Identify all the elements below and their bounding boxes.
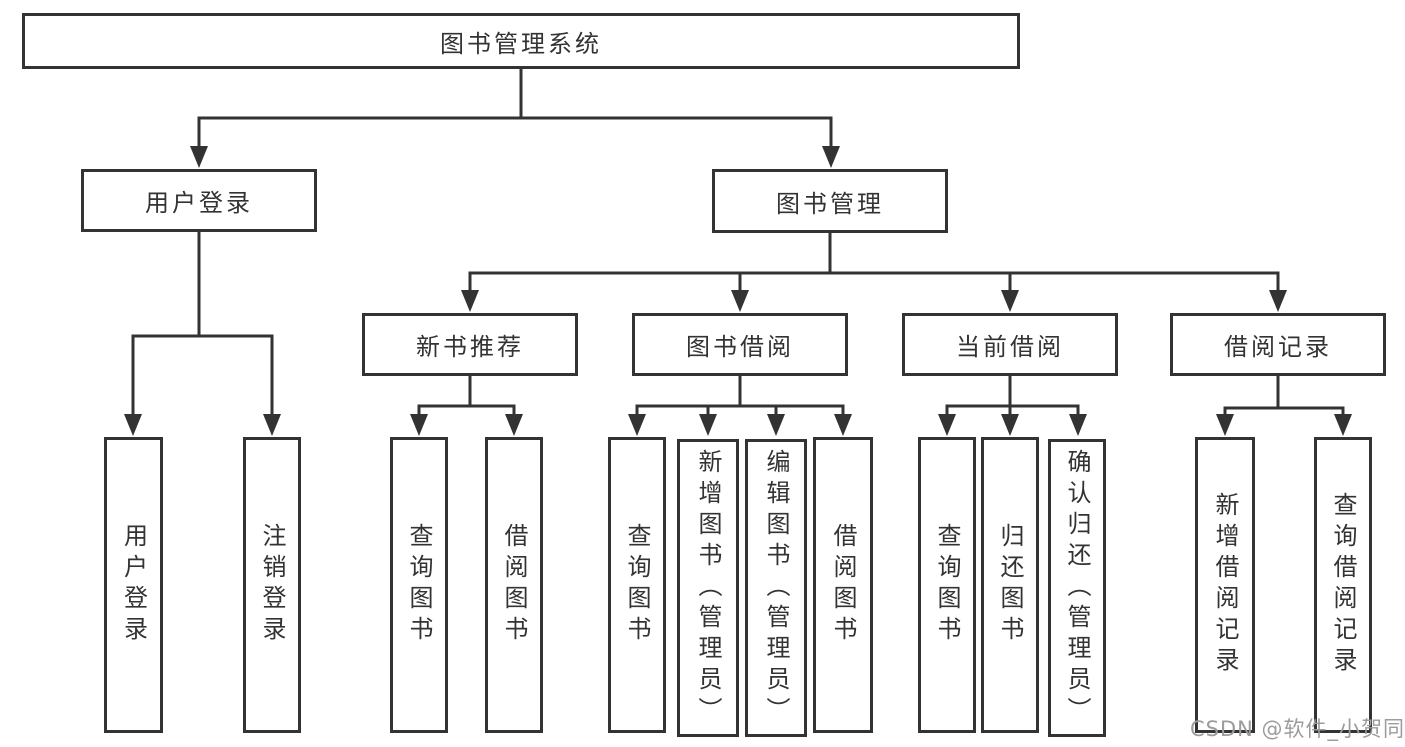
leaf-query-borrow-record: 查询借阅记录 — [1314, 437, 1372, 733]
node-label: 当前借阅 — [956, 333, 1064, 361]
node-label: 查询借阅记录 — [1329, 492, 1357, 678]
leaf-query-books-recommend: 查询图书 — [390, 437, 448, 733]
node-label: 借阅图书 — [829, 523, 857, 647]
node-library-system: 图书管理系统 — [22, 13, 1020, 69]
leaf-add-book-admin: 新增图书（管理员） — [677, 439, 739, 737]
node-new-book-recommend: 新书推荐 — [362, 313, 578, 376]
node-label: 查询图书 — [405, 523, 433, 647]
node-label: 查询图书 — [933, 523, 961, 647]
node-label: 图书管理系统 — [440, 29, 602, 58]
node-label: 新书推荐 — [416, 333, 524, 361]
leaf-edit-book-admin: 编辑图书（管理员） — [745, 439, 807, 737]
leaf-confirm-return-admin: 确认归还（管理员） — [1048, 439, 1106, 737]
node-book-management: 图书管理 — [712, 169, 948, 233]
node-label: 注销登录 — [258, 523, 286, 647]
node-label: 查询图书 — [623, 523, 651, 647]
node-label: 用户登录 — [119, 523, 148, 647]
leaf-add-borrow-record: 新增借阅记录 — [1195, 437, 1255, 733]
node-current-borrowing: 当前借阅 — [902, 313, 1118, 376]
leaf-user-login: 用户登录 — [104, 437, 163, 733]
node-user-login: 用户登录 — [81, 169, 317, 232]
node-label: 确认归还（管理员） — [1063, 448, 1091, 728]
node-label: 图书管理 — [776, 189, 884, 218]
node-label: 归还图书 — [996, 523, 1024, 647]
node-label: 借阅图书 — [500, 523, 528, 647]
node-label: 新增图书（管理员） — [694, 448, 722, 728]
node-label: 图书借阅 — [686, 333, 794, 361]
leaf-borrow-books-recommend: 借阅图书 — [485, 437, 543, 733]
watermark-text: CSDN @软件_小贺同学 — [1190, 717, 1405, 741]
node-label: 编辑图书（管理员） — [762, 448, 790, 728]
leaf-query-books-borrowing: 查询图书 — [608, 437, 666, 733]
leaf-return-books: 归还图书 — [981, 437, 1039, 733]
leaf-query-books-current: 查询图书 — [918, 437, 976, 733]
node-label: 新增借阅记录 — [1211, 492, 1239, 678]
node-borrowing-records: 借阅记录 — [1170, 313, 1386, 376]
leaf-logout: 注销登录 — [243, 437, 301, 733]
node-book-borrowing: 图书借阅 — [632, 313, 848, 376]
node-label: 用户登录 — [145, 189, 253, 217]
leaf-borrow-books-borrowing: 借阅图书 — [813, 437, 873, 733]
node-label: 借阅记录 — [1224, 333, 1332, 361]
